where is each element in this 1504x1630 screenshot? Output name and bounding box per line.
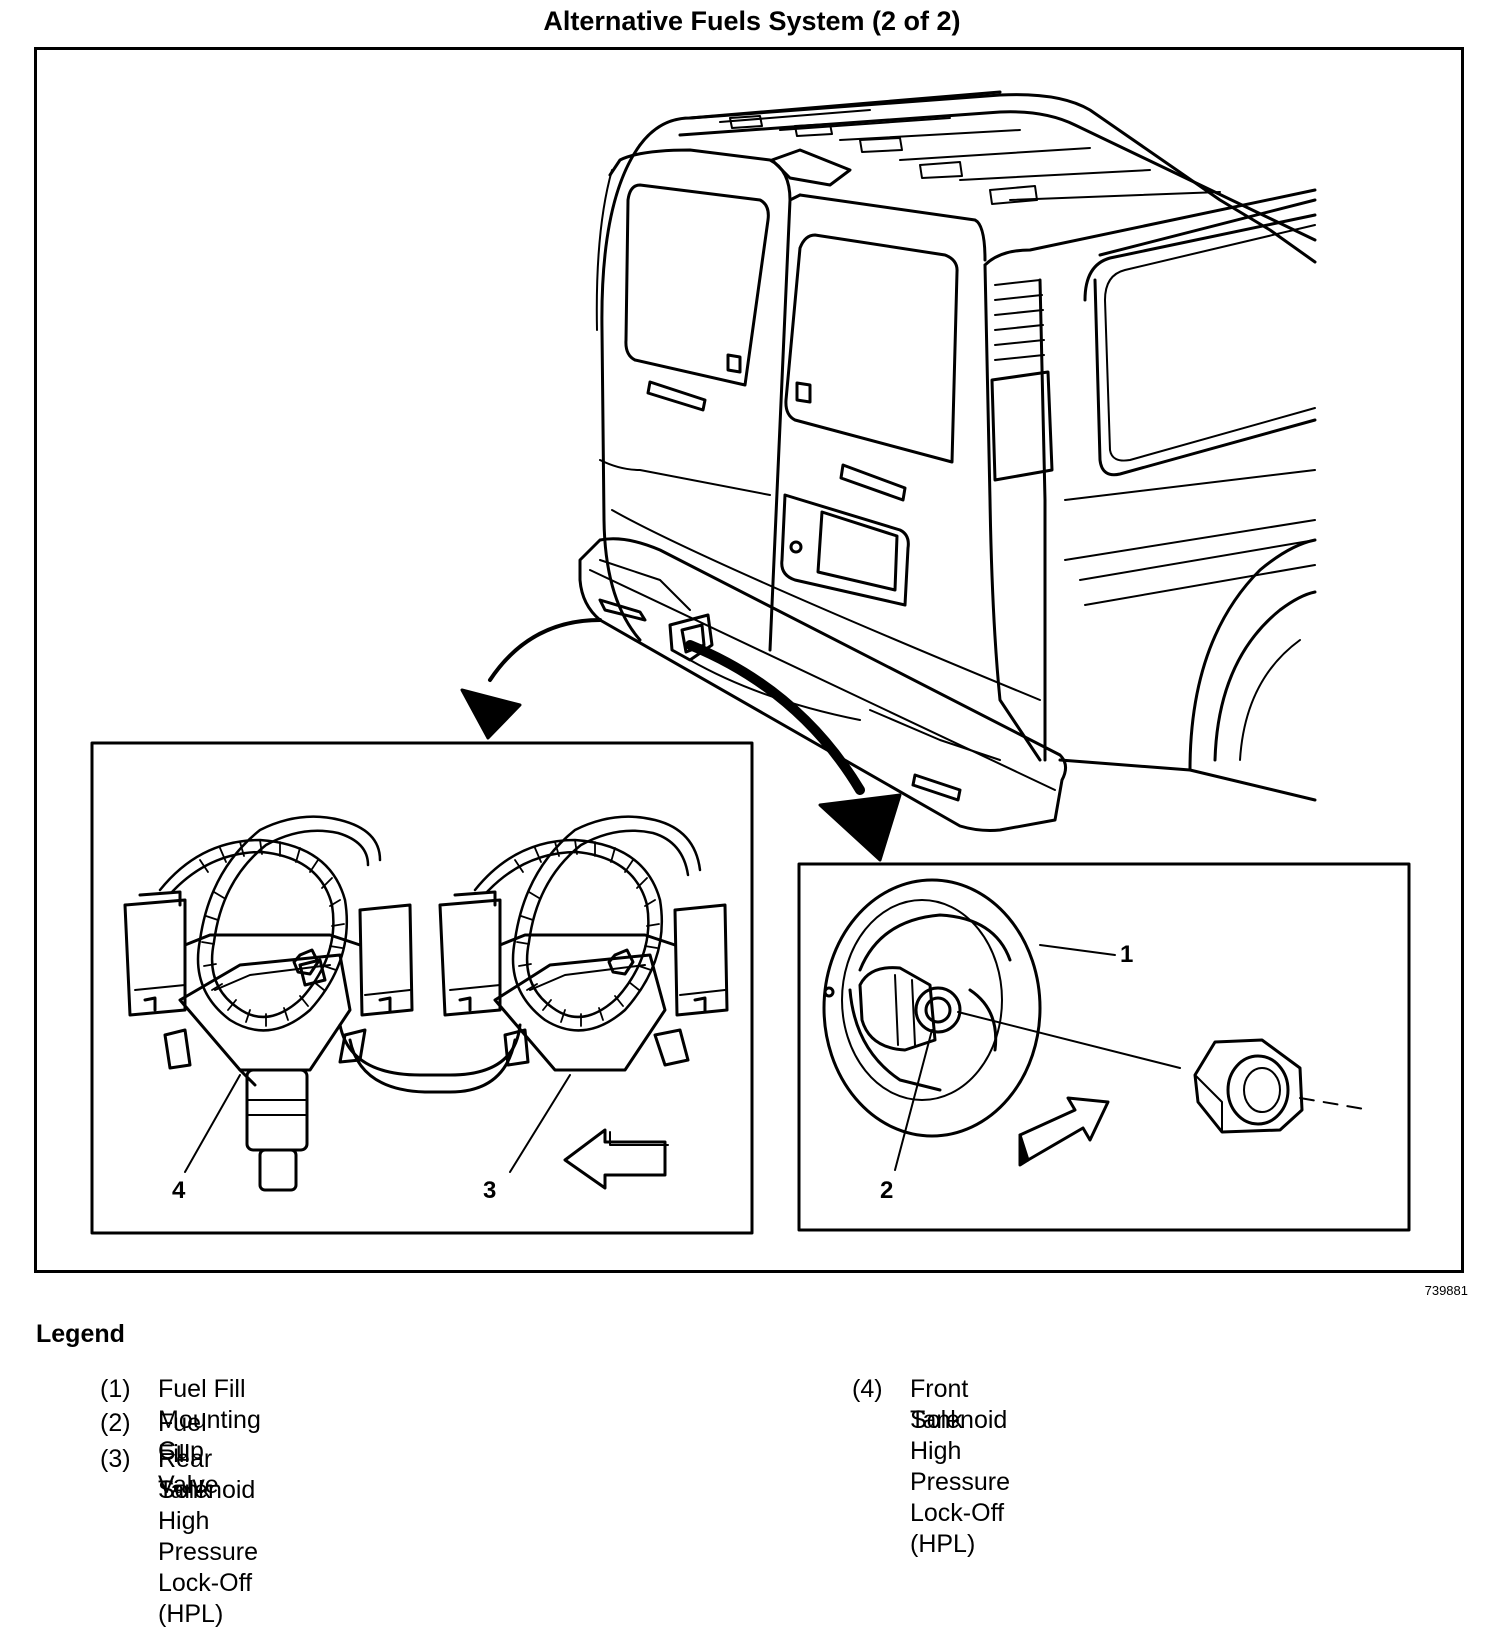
inset-hpl-solenoids (90, 741, 754, 1235)
legend-item-number: (4) (852, 1375, 883, 1403)
callout-3: 3 (483, 1177, 496, 1204)
van-illustration (578, 90, 1317, 832)
solenoid-rear-tank (438, 890, 729, 1072)
callout-4: 4 (172, 1177, 186, 1204)
callout-2: 2 (880, 1177, 893, 1204)
callout-1: 1 (1120, 941, 1133, 968)
callout-arrows (460, 618, 902, 862)
legend-item-text: Fuel Fill Mounting Cup (158, 1375, 261, 1465)
legend-item-text-continued: Solenoid (910, 1406, 1008, 1434)
legend-item-number: (1) (100, 1375, 131, 1403)
legend-item-text-continued: Solenoid (158, 1476, 256, 1504)
solenoid-front-tank (123, 890, 414, 1192)
legend-item-text: Fuel Fill Valve (158, 1409, 219, 1499)
figure-reference-number: 739881 (1424, 1283, 1468, 1298)
inset-fuel-fill (797, 862, 1411, 1232)
legend-item-text: Front Tank High Pressure Lock-Off (HPL) (910, 1375, 1011, 1558)
legend-heading: Legend (36, 1320, 125, 1348)
figure-frame (34, 47, 1464, 1273)
legend-item-text: Rear Tank High Pressure Lock-Off (HPL) (158, 1445, 259, 1628)
legend-item-number: (2) (100, 1409, 131, 1437)
diagram-title: Alternative Fuels System (2 of 2) (543, 6, 961, 36)
legend-item-number: (3) (100, 1445, 131, 1473)
diagram-illustration: 1 2 3 4 (90, 90, 1411, 1235)
